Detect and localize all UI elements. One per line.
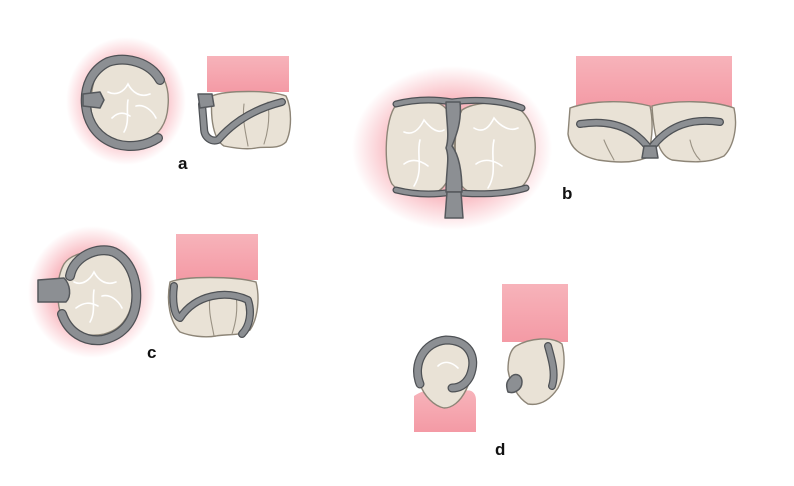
rest-connector <box>37 277 71 303</box>
cusp-groove <box>111 112 131 119</box>
panel-c-buccal-view <box>167 234 259 338</box>
cusp-groove <box>487 139 495 189</box>
rest-knob <box>505 373 523 394</box>
cusp-seam <box>603 139 615 161</box>
premolar-crown-distal <box>454 102 536 197</box>
panel-a-occlusal-view <box>66 37 186 165</box>
panel-a-buccal-view <box>197 56 292 150</box>
cusp-groove <box>437 361 459 369</box>
premolar-crown-mesial <box>385 99 456 197</box>
gingiva <box>207 56 289 92</box>
panel-b-buccal-view <box>567 56 737 163</box>
cusp-seam <box>689 139 701 161</box>
cusp-groove <box>101 294 123 309</box>
panel-c: c <box>28 226 259 362</box>
panel-label-a: a <box>178 154 188 173</box>
panel-d-occlusal-view <box>413 335 478 432</box>
minor-connector <box>197 93 215 109</box>
embrasure-rest <box>445 101 463 193</box>
panel-label-c: c <box>147 343 156 362</box>
cusp-groove <box>135 104 157 119</box>
cusp-groove <box>413 139 421 187</box>
panel-label-b: b <box>562 184 572 203</box>
panel-a: a <box>66 37 292 173</box>
minor-connector <box>641 145 659 159</box>
ring-clasp-band <box>58 246 141 344</box>
panel-b-occlusal-view <box>352 66 552 230</box>
gingiva <box>414 390 476 432</box>
cusp-groove <box>107 82 151 97</box>
panel-b: b <box>352 56 737 230</box>
clasp-arm <box>545 343 557 389</box>
cusp-groove <box>403 118 445 134</box>
gingiva <box>502 284 568 342</box>
cusp-groove <box>403 159 429 167</box>
premolar-crown-distal <box>651 101 737 163</box>
cusp-groove <box>473 116 519 131</box>
clasp-arm <box>199 99 285 144</box>
clasp-arm <box>170 283 253 337</box>
minor-connector <box>444 191 464 219</box>
gingiva <box>176 234 258 280</box>
rest-connector <box>82 91 105 109</box>
cusp-groove <box>73 270 117 285</box>
panel-d: d <box>413 284 568 459</box>
cusp-groove <box>475 159 503 167</box>
ring-clasp-band <box>414 336 476 392</box>
cusp-groove <box>89 289 95 323</box>
panel-label-d: d <box>495 440 505 459</box>
panel-c-occlusal-view <box>28 226 156 358</box>
cusp-seam <box>242 103 249 147</box>
gingiva <box>576 56 732 108</box>
cusp-groove <box>123 99 129 133</box>
cusp-groove <box>75 302 99 309</box>
panel-d-proximal-view <box>502 284 568 406</box>
